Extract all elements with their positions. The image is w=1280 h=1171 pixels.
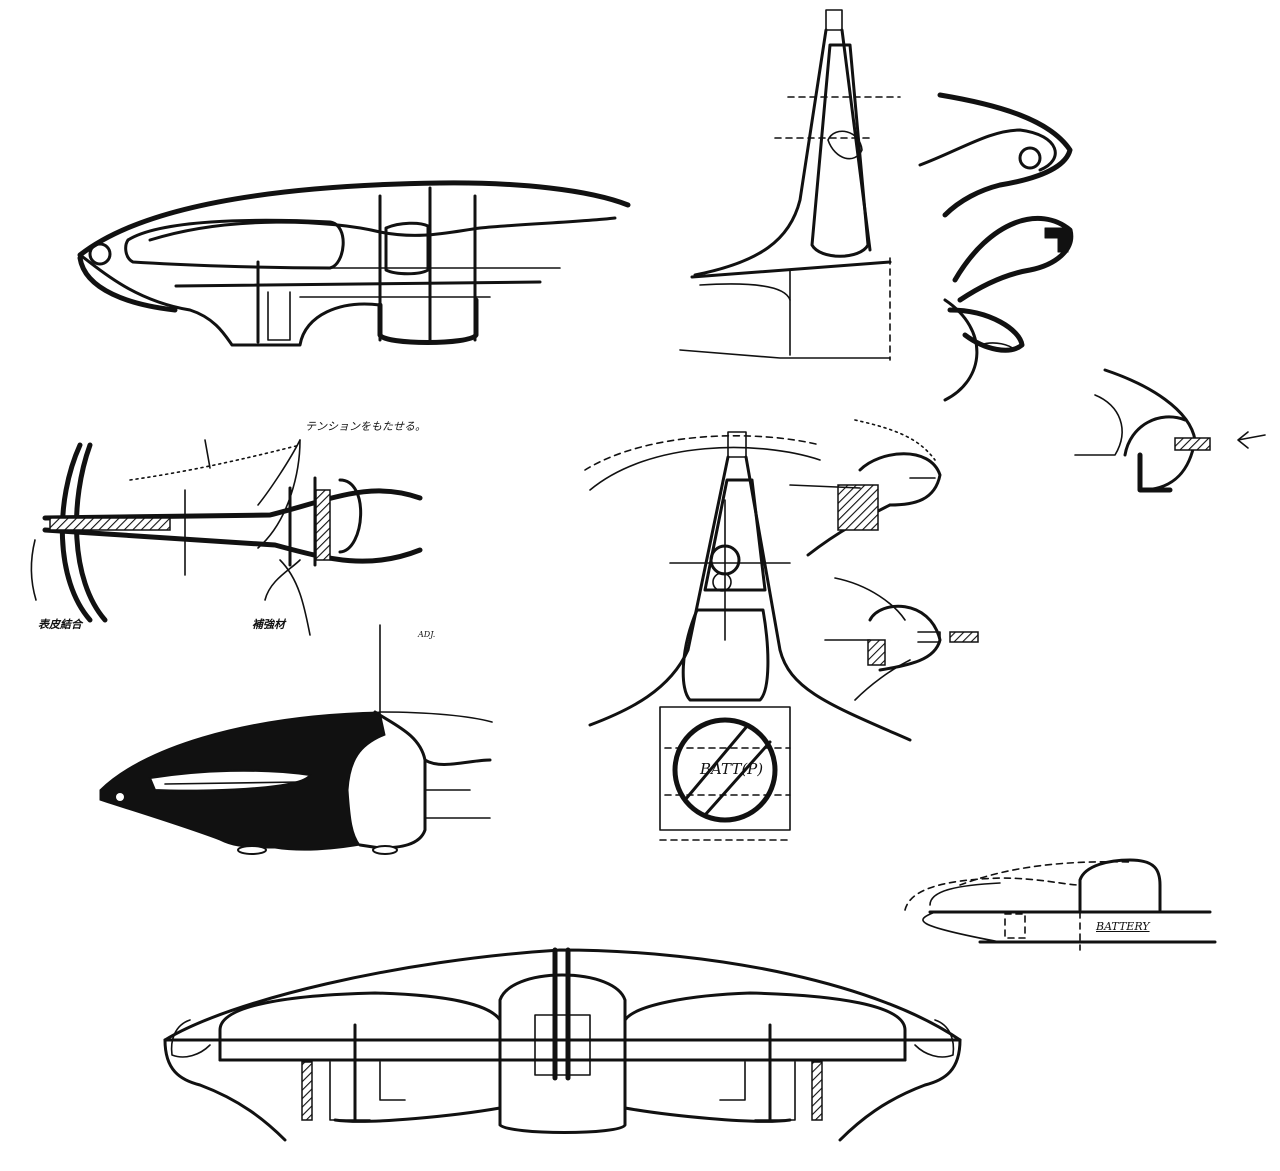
battery-side-profile-lower-right	[904, 858, 1217, 951]
tension-section-middle-left	[30, 439, 423, 636]
small-joint-detail-right	[1074, 368, 1266, 493]
skin-join-note: 表皮結合	[38, 618, 82, 631]
tension-note: テンションをもたせる。	[305, 420, 426, 433]
front-section-tapered-upper-center	[679, 9, 901, 361]
edge-details-upper-right	[918, 92, 1074, 402]
solid-side-profile-lower-left	[99, 624, 493, 855]
adjust-note: ADJ.	[418, 630, 436, 639]
full-width-section-bottom	[163, 947, 962, 1142]
reinforcement-note: 補強材	[252, 618, 285, 631]
battery-box-label: BATTERY	[1096, 920, 1150, 933]
side-section-upper-left	[77, 180, 631, 347]
joint-details-center-right	[789, 419, 979, 701]
battery-circle-label: BATT(P)	[700, 760, 764, 778]
front-section-battery-center	[584, 431, 912, 841]
